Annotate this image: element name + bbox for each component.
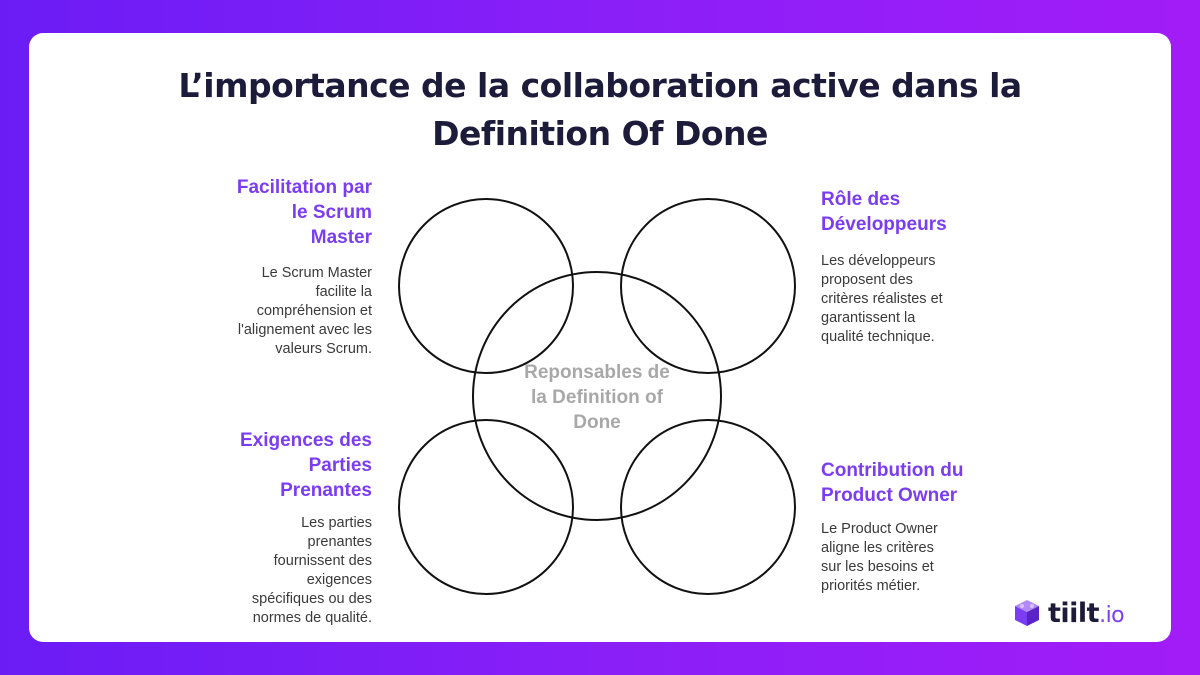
circle-center bbox=[472, 271, 722, 521]
text-line: aligne les critères bbox=[821, 540, 934, 556]
text-line: normes de qualité. bbox=[252, 610, 372, 626]
text-line: qualité technique. bbox=[821, 329, 935, 345]
text-line: facilite la bbox=[315, 284, 372, 300]
heading-line: Développeurs bbox=[821, 214, 947, 235]
heading-line: Facilitation par bbox=[236, 177, 372, 198]
text-line: Le Product Owner bbox=[821, 521, 938, 537]
page-title: L’importance de la collaboration active … bbox=[0, 62, 1200, 158]
heading-line: Contribution du bbox=[821, 460, 964, 481]
text-line: prenantes bbox=[307, 534, 373, 550]
developers-description: Les développeurs proposent des critères … bbox=[821, 252, 943, 347]
text-line: proposent des bbox=[821, 272, 913, 288]
heading-line: Exigences des bbox=[239, 430, 372, 451]
circle-bottom-left bbox=[398, 419, 574, 595]
text-line: garantissent la bbox=[821, 310, 916, 326]
logo-suffix: .io bbox=[1099, 602, 1125, 628]
text-line: Les développeurs bbox=[821, 253, 936, 269]
title-line: Definition Of Done bbox=[432, 114, 768, 153]
product-owner-heading: Contribution du Product Owner bbox=[821, 458, 963, 508]
text-line: compréhension et bbox=[256, 303, 372, 319]
heading-line: Product Owner bbox=[821, 485, 958, 506]
center-label-line: Done bbox=[573, 412, 621, 433]
heading-line: Master bbox=[310, 227, 372, 248]
developers-heading: Rôle des Développeurs bbox=[821, 187, 947, 237]
center-label-line: Reponsables de bbox=[524, 362, 670, 383]
circle-top-left bbox=[398, 198, 574, 374]
center-label-line: la Definition of bbox=[531, 387, 663, 408]
cube-blocks-icon bbox=[1015, 600, 1039, 626]
heading-line: Rôle des bbox=[821, 189, 901, 210]
heading-line: le Scrum bbox=[291, 202, 372, 223]
text-line: Les parties bbox=[301, 515, 372, 531]
stakeholders-heading: Exigences des Parties Prenantes bbox=[240, 428, 372, 503]
circle-top-right bbox=[620, 198, 796, 374]
text-line: Le Scrum Master bbox=[261, 265, 372, 281]
content-card bbox=[29, 33, 1171, 642]
text-line: l'alignement avec les bbox=[237, 322, 372, 338]
circle-bottom-right bbox=[620, 419, 796, 595]
text-line: exigences bbox=[306, 572, 372, 588]
scrum-master-description: Le Scrum Master facilite la compréhensio… bbox=[238, 264, 372, 359]
center-label: Reponsables de la Definition of Done bbox=[507, 360, 687, 435]
tiilt-logo[interactable]: tiilt.io bbox=[1012, 596, 1125, 630]
scrum-master-heading: Facilitation par le Scrum Master bbox=[237, 175, 372, 250]
heading-line: Parties bbox=[308, 455, 372, 476]
text-line: fournissent des bbox=[273, 553, 372, 569]
logo-wordmark: tiilt.io bbox=[1048, 597, 1125, 629]
text-line: critères réalistes et bbox=[821, 291, 943, 307]
text-line: sur les besoins et bbox=[821, 559, 934, 575]
title-line: L’importance de la collaboration active … bbox=[178, 66, 1022, 105]
stakeholders-description: Les parties prenantes fournissent des ex… bbox=[252, 514, 372, 628]
product-owner-description: Le Product Owner aligne les critères sur… bbox=[821, 520, 938, 596]
text-line: valeurs Scrum. bbox=[275, 341, 372, 357]
text-line: spécifiques ou des bbox=[251, 591, 372, 607]
logo-name: tiilt bbox=[1048, 597, 1100, 629]
heading-line: Prenantes bbox=[280, 480, 372, 501]
text-line: priorités métier. bbox=[821, 578, 921, 594]
